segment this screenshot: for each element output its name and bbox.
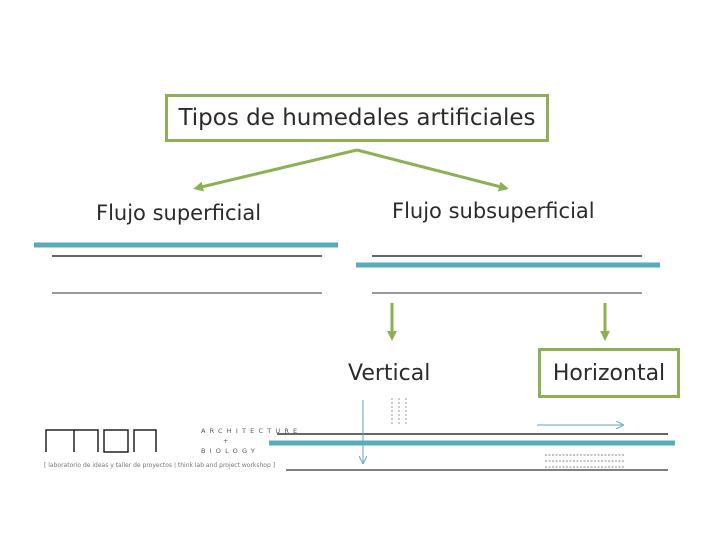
- logo-text-plus: +: [223, 437, 233, 445]
- branch-arrow-left: [193, 148, 358, 192]
- logo-text-architecture: ARCHITECTURE: [201, 427, 302, 435]
- logo-mark: [45, 429, 157, 453]
- logo: ARCHITECTURE + BIOLOGY: [43, 424, 297, 476]
- horizontal-box: Horizontal: [538, 348, 680, 398]
- label-flujo-subsuperficial: Flujo subsuperficial: [392, 199, 595, 223]
- surface-flow-profile: [34, 242, 338, 294]
- diagram-title-box: Tipos de humedales artificiales: [165, 94, 549, 142]
- branch-arrow-right: [356, 148, 509, 192]
- horizontal-flow-arrow: [537, 425, 625, 468]
- label-horizontal: Horizontal: [552, 360, 666, 386]
- logo-caption: [ laboratorio de ideas y taller de proye…: [44, 462, 276, 469]
- label-flujo-superficial: Flujo superficial: [96, 201, 262, 225]
- bottom-profile: [269, 433, 675, 471]
- vertical-flow-arrow: [363, 398, 407, 462]
- subsurface-flow-profile: [356, 255, 660, 294]
- logo-text-biology: BIOLOGY: [201, 447, 260, 455]
- label-vertical: Vertical: [348, 361, 431, 386]
- diagram-title: Tipos de humedales artificiales: [178, 105, 536, 131]
